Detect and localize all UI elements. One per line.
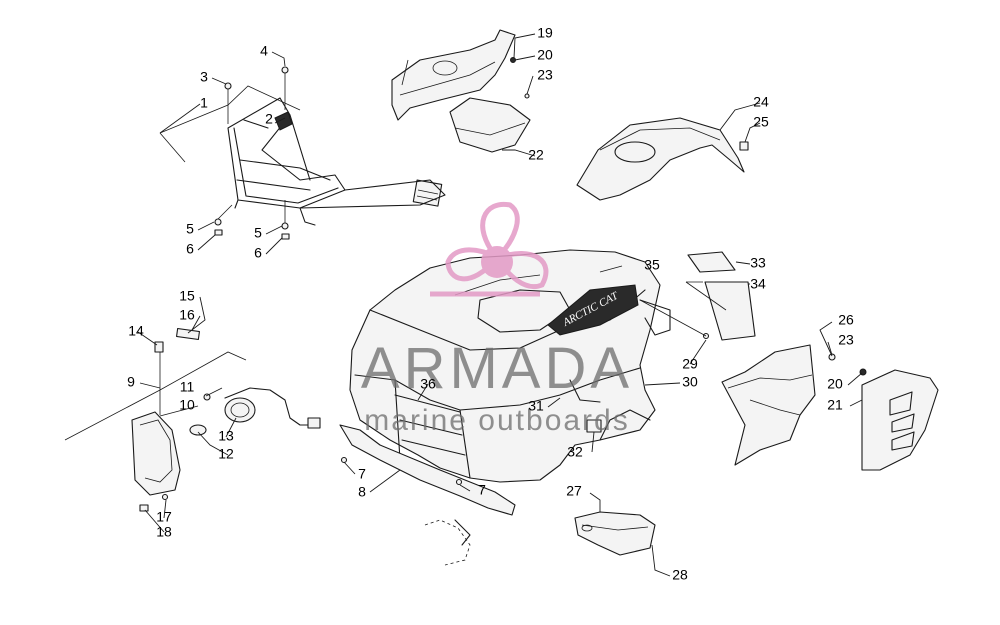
watermark-logo-icon — [430, 201, 549, 297]
callout-27: 27 — [566, 483, 582, 499]
callout-6b: 6 — [254, 245, 262, 261]
callout-7a: 7 — [358, 466, 366, 482]
callout-16: 16 — [179, 307, 195, 323]
callout-4: 4 — [260, 43, 268, 59]
callout-5a: 5 — [186, 221, 194, 237]
watermark-tagline: marine outboards — [364, 404, 629, 437]
watermark: ARMADA marine outboards — [361, 201, 633, 437]
callout-21: 21 — [827, 397, 843, 413]
callout-29: 29 — [682, 356, 698, 372]
callout-31: 31 — [528, 398, 544, 414]
callout-15: 15 — [179, 288, 195, 304]
headlight-assembly — [64, 327, 321, 512]
callout-7b: 7 — [478, 482, 486, 498]
watermark-brand: ARMADA — [361, 336, 633, 401]
callout-labels: 1 2 3 4 5 5 6 6 7 7 8 9 10 11 12 13 14 1… — [127, 25, 854, 583]
callout-20a: 20 — [537, 47, 553, 63]
callout-25: 25 — [753, 114, 769, 130]
skid-plate — [574, 511, 656, 556]
callout-12: 12 — [218, 446, 234, 462]
callout-20b: 20 — [827, 376, 843, 392]
callout-13: 13 — [218, 428, 234, 444]
callout-11: 11 — [180, 379, 195, 395]
callout-5b: 5 — [254, 225, 262, 241]
front-rack — [159, 66, 446, 240]
callout-23b: 23 — [838, 332, 854, 348]
callout-34: 34 — [750, 276, 766, 292]
callout-24: 24 — [753, 94, 769, 110]
callout-18: 18 — [156, 524, 172, 540]
side-panels — [721, 344, 939, 471]
callout-26: 26 — [838, 312, 854, 328]
callout-9: 9 — [127, 374, 135, 390]
callout-8: 8 — [358, 484, 366, 500]
callout-10: 10 — [179, 397, 195, 413]
callout-22: 22 — [528, 147, 544, 163]
callout-30: 30 — [682, 374, 698, 390]
callout-33: 33 — [750, 255, 766, 271]
decals — [685, 251, 756, 341]
headlight-pod-cover — [391, 29, 531, 153]
leader-lines — [137, 33, 863, 577]
callout-14: 14 — [128, 323, 144, 339]
callout-28: 28 — [672, 567, 688, 583]
callout-17: 17 — [156, 509, 172, 525]
callout-36: 36 — [420, 376, 436, 392]
callout-23a: 23 — [537, 67, 553, 83]
callout-6a: 6 — [186, 241, 194, 257]
callout-2: 2 — [265, 111, 273, 127]
callout-19: 19 — [537, 25, 553, 41]
callout-1: 1 — [200, 95, 208, 111]
front-bumper — [339, 424, 516, 566]
fender-liner — [576, 117, 749, 201]
callout-3: 3 — [200, 69, 208, 85]
callout-32: 32 — [567, 444, 583, 460]
callout-35: 35 — [644, 257, 660, 273]
